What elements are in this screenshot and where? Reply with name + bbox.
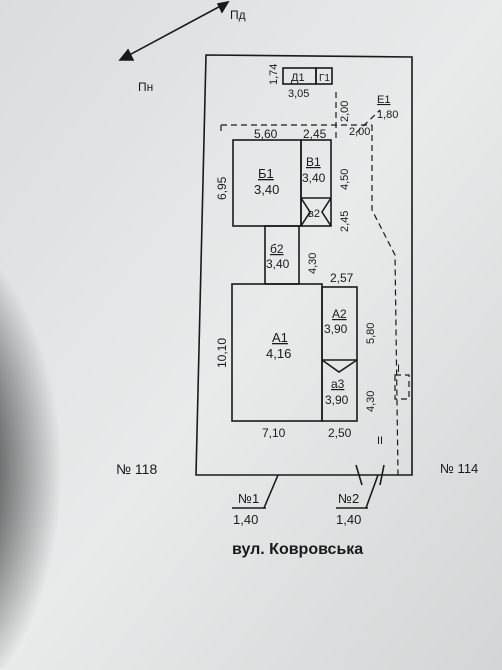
b1-top-width: 5,60	[254, 127, 278, 141]
v1-height: 3,40	[302, 171, 326, 185]
a3-bottom-width: 2,50	[328, 426, 352, 440]
v2-side: 2,45	[339, 211, 351, 232]
shadow-overlay	[0, 230, 160, 670]
plot-boundary	[195, 54, 413, 476]
b2-height: 3,40	[266, 257, 290, 271]
neighbor-right: № 114	[440, 461, 478, 476]
v2-mark-left	[300, 197, 311, 227]
v1-top-width: 2,45	[303, 127, 327, 141]
dim-vertical-2-00: 2,00	[339, 101, 351, 122]
d1-name: Д1	[291, 72, 305, 84]
neighbor-left: № 118	[116, 461, 157, 477]
gate-tick-2	[379, 464, 385, 486]
e1-value: 1,80	[377, 109, 398, 121]
v1-side: 4,50	[339, 169, 351, 190]
a3-name: а3	[331, 377, 345, 391]
v2-name: в2	[308, 208, 320, 220]
b1-name: Б1	[258, 166, 274, 181]
marker-roman-one: I	[397, 363, 400, 375]
dim-horizontal-2-00: 2,00	[349, 126, 370, 138]
building-g1	[315, 67, 333, 85]
compass-line	[119, 1, 229, 61]
a1-height: 4,16	[266, 346, 291, 361]
a1-bottom-width: 7,10	[262, 426, 286, 440]
pn-label: Пн	[138, 80, 153, 94]
d1-side: 1,74	[268, 64, 280, 85]
a3-side: 4,30	[365, 391, 377, 412]
marker-roman-two: II	[377, 435, 383, 447]
v2-mark-right	[321, 197, 332, 227]
dashed-path-right	[371, 125, 399, 476]
building-a2	[321, 286, 358, 422]
a2-height: 3,90	[324, 322, 348, 336]
pd-label: Пд	[230, 8, 246, 22]
a3-height: 3,90	[325, 393, 349, 407]
b1-side: 6,95	[215, 176, 229, 200]
a1-side: 10,10	[215, 338, 229, 368]
d1-height: 3,05	[288, 88, 309, 100]
dashed-box	[394, 374, 410, 400]
frontage-2-value: 1,40	[336, 512, 361, 527]
b2-side: 4,30	[307, 253, 319, 274]
frontage-2-id: №2	[338, 491, 359, 506]
building-v1	[300, 139, 332, 227]
v1-name: В1	[306, 155, 321, 169]
frontage-1-leader	[263, 474, 279, 509]
e1-name: Е1	[377, 94, 390, 106]
a1-name: А1	[272, 330, 288, 345]
street-name: вул. Ковровська	[232, 541, 363, 558]
a2-side: 5,80	[365, 323, 377, 344]
g1-name: Г1	[319, 73, 330, 84]
frontage-2-leader	[365, 474, 379, 509]
frontage-1-value: 1,40	[233, 512, 258, 527]
arrow-pd-icon	[216, 0, 230, 14]
a3-mark-top	[321, 359, 358, 373]
a2-name: А2	[332, 307, 347, 321]
b2-name: б2	[270, 242, 284, 256]
b1-height: 3,40	[254, 182, 279, 197]
frontage-1-id: №1	[238, 491, 259, 506]
gate-tick-1	[355, 464, 363, 486]
arrow-pn-icon	[118, 48, 135, 61]
e1-leader	[355, 109, 381, 134]
a2-top-width: 2,57	[330, 271, 354, 285]
